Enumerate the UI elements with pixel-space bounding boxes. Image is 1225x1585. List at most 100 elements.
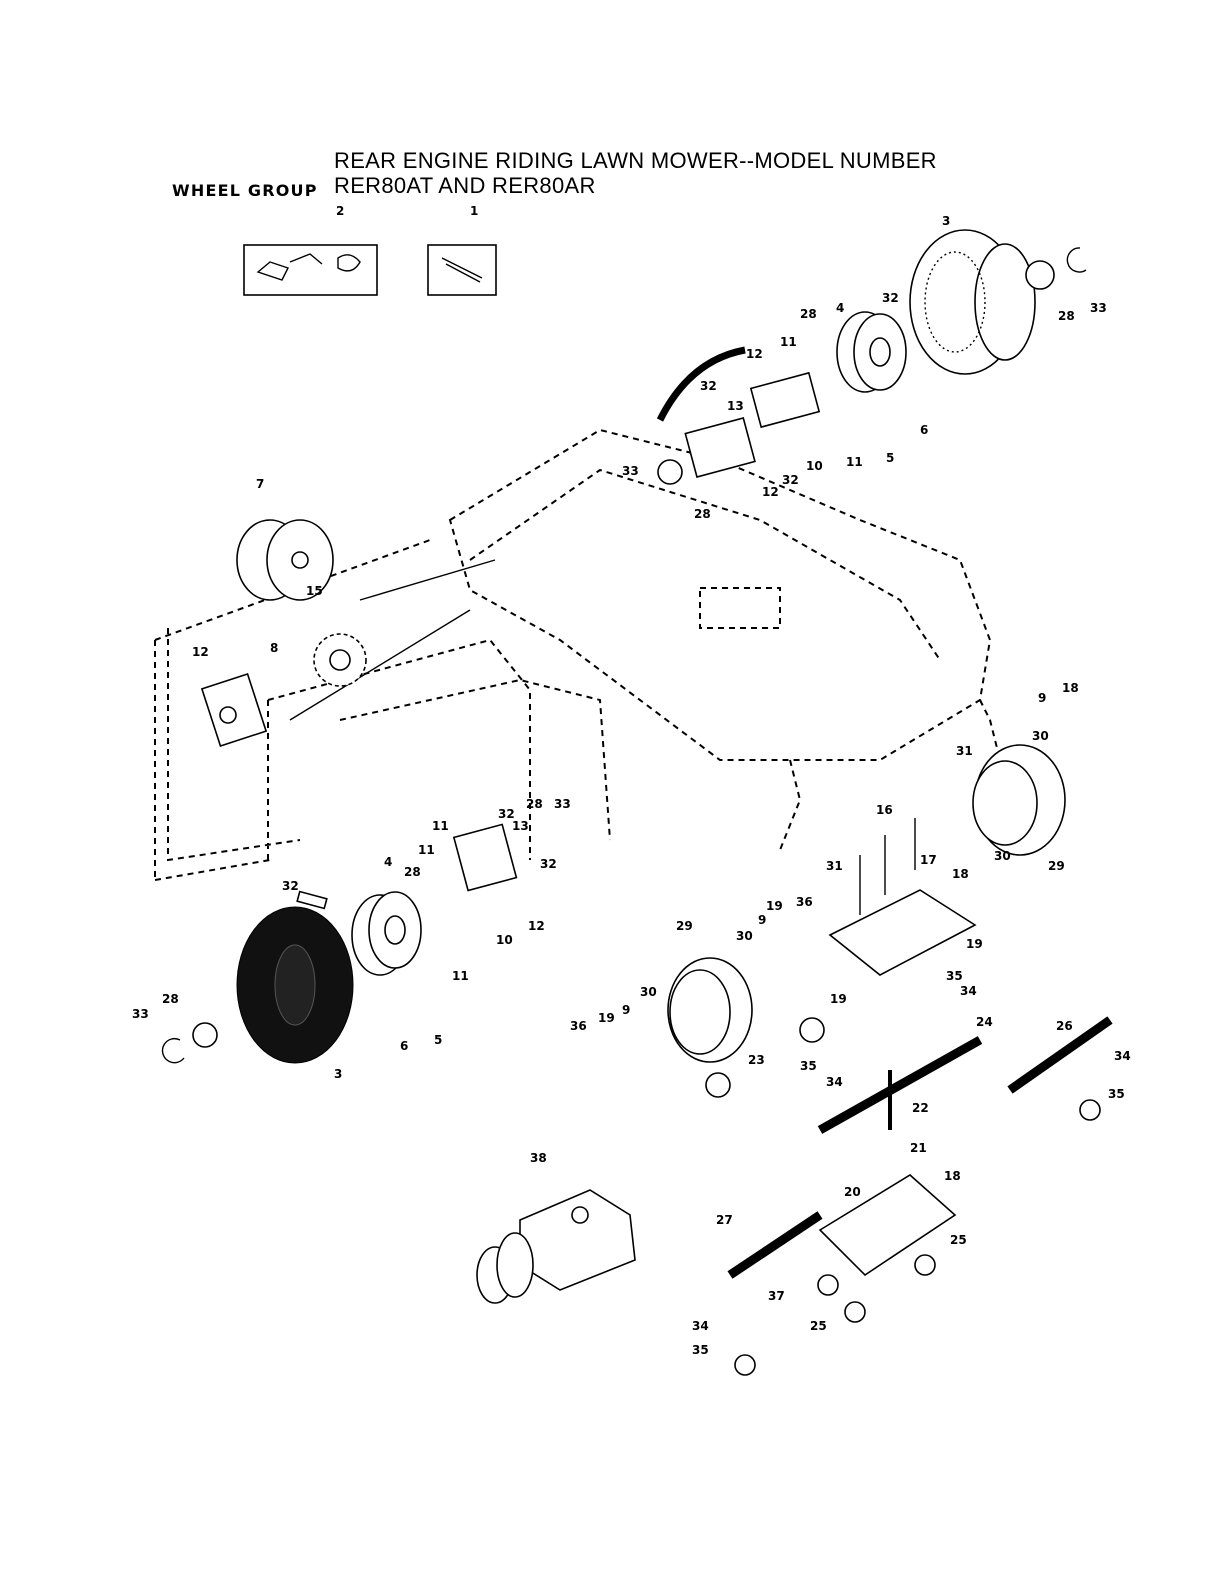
- front-wheel-29-right: [972, 744, 1066, 856]
- callout: 23: [748, 1053, 765, 1067]
- callout: 3: [942, 214, 950, 228]
- callout: 30: [736, 929, 753, 943]
- callout: 25: [810, 1319, 827, 1333]
- bracket-12-left: [200, 673, 268, 747]
- callout: 11: [432, 819, 449, 833]
- washer-28-lower: [192, 1022, 218, 1048]
- front-wheel-29-center: [667, 957, 753, 1063]
- callout: 9: [622, 1003, 630, 1017]
- callout: 34: [826, 1075, 843, 1089]
- sprocket-15: [313, 633, 367, 687]
- callout: 20: [844, 1185, 861, 1199]
- group-label: WHEEL GROUP: [172, 181, 318, 200]
- spacer-23-b: [799, 1017, 825, 1043]
- callout: 10: [496, 933, 513, 947]
- nut-25-c: [914, 1254, 936, 1276]
- callout: 33: [554, 797, 571, 811]
- callout: 7: [256, 477, 264, 491]
- callout: 19: [830, 992, 847, 1006]
- diagram-title-line1: REAR ENGINE RIDING LAWN MOWER--MODEL NUM…: [334, 148, 937, 173]
- callout: 11: [452, 969, 469, 983]
- callout: 28: [526, 797, 543, 811]
- callout: 22: [912, 1101, 929, 1115]
- callout: 32: [782, 473, 799, 487]
- axle-plate-18-lower: [818, 1174, 957, 1277]
- callout: 5: [886, 451, 894, 465]
- mower-frame: [448, 428, 1001, 851]
- callout: 31: [956, 744, 973, 758]
- callout: 16: [876, 803, 893, 817]
- diagram-title-line2: RER80AT AND RER80AR: [334, 173, 596, 198]
- callout: 36: [796, 895, 813, 909]
- steering-boot-38: [476, 1189, 636, 1304]
- callout: 1: [470, 204, 478, 218]
- key-32: [296, 890, 328, 910]
- callout: 13: [727, 399, 744, 413]
- callout: 34: [960, 984, 977, 998]
- callout: 15: [306, 584, 323, 598]
- callout: 32: [882, 291, 899, 305]
- callout: 19: [766, 899, 783, 913]
- callout: 35: [692, 1343, 709, 1357]
- callout: 31: [826, 859, 843, 873]
- callout: 37: [768, 1289, 785, 1303]
- callout: 19: [966, 937, 983, 951]
- callout: 27: [716, 1213, 733, 1227]
- bracket-12-mid: [684, 417, 756, 478]
- callout: 33: [132, 1007, 149, 1021]
- callout: 6: [400, 1039, 408, 1053]
- callout: 9: [1038, 691, 1046, 705]
- callout: 35: [1108, 1087, 1125, 1101]
- callout: 11: [418, 843, 435, 857]
- tire-3-lower: [236, 906, 354, 1064]
- callout: 35: [800, 1059, 817, 1073]
- callout: 35: [946, 969, 963, 983]
- callout: 32: [498, 807, 515, 821]
- callout: 5: [434, 1033, 442, 1047]
- callout: 30: [994, 849, 1011, 863]
- bracket-12-lower: [452, 823, 518, 892]
- callout: 6: [920, 423, 928, 437]
- callout: 28: [404, 865, 421, 879]
- callout: 17: [920, 853, 937, 867]
- axle-plate-18-upper: [828, 889, 977, 976]
- callout: 26: [1056, 1019, 1073, 1033]
- washer-28-upper: [1025, 260, 1055, 290]
- callout: 24: [976, 1015, 993, 1029]
- nut-35-bottom: [734, 1354, 756, 1376]
- callout: 28: [1058, 309, 1075, 323]
- callout: 32: [700, 379, 717, 393]
- callout: 12: [528, 919, 545, 933]
- retaining-ring-33-upper: [1066, 247, 1087, 273]
- callout: 11: [846, 455, 863, 469]
- steering-rack-24: [817, 1036, 983, 1134]
- callout: 4: [836, 301, 844, 315]
- spacer-23-a: [705, 1072, 731, 1098]
- callout: 4: [384, 855, 392, 869]
- callout: 29: [1048, 859, 1065, 873]
- callout-labels: 1 2 3 28 33 32 4 28 11 12 13 32 6 10 11 …: [132, 204, 1131, 1357]
- tie-rod-27: [727, 1211, 823, 1279]
- callout: 30: [640, 985, 657, 999]
- nut-25-a: [844, 1301, 866, 1323]
- callout: 2: [336, 204, 344, 218]
- callout: 36: [570, 1019, 587, 1033]
- callout: 12: [762, 485, 779, 499]
- hardware-kit-box-1: [427, 244, 497, 296]
- callout: 12: [746, 347, 763, 361]
- callout: 32: [282, 879, 299, 893]
- callout: 33: [622, 464, 639, 478]
- callout: 10: [806, 459, 823, 473]
- callout: 13: [512, 819, 529, 833]
- callout: 3: [334, 1067, 342, 1081]
- callout: 28: [162, 992, 179, 1006]
- callout: 32: [540, 857, 557, 871]
- callout: 18: [944, 1169, 961, 1183]
- rim-4-upper: [836, 311, 907, 393]
- nut-25-b: [817, 1274, 839, 1296]
- callout: 9: [758, 913, 766, 927]
- bolts-16-17: [859, 818, 916, 915]
- callout: 12: [192, 645, 209, 659]
- callout: 11: [780, 335, 797, 349]
